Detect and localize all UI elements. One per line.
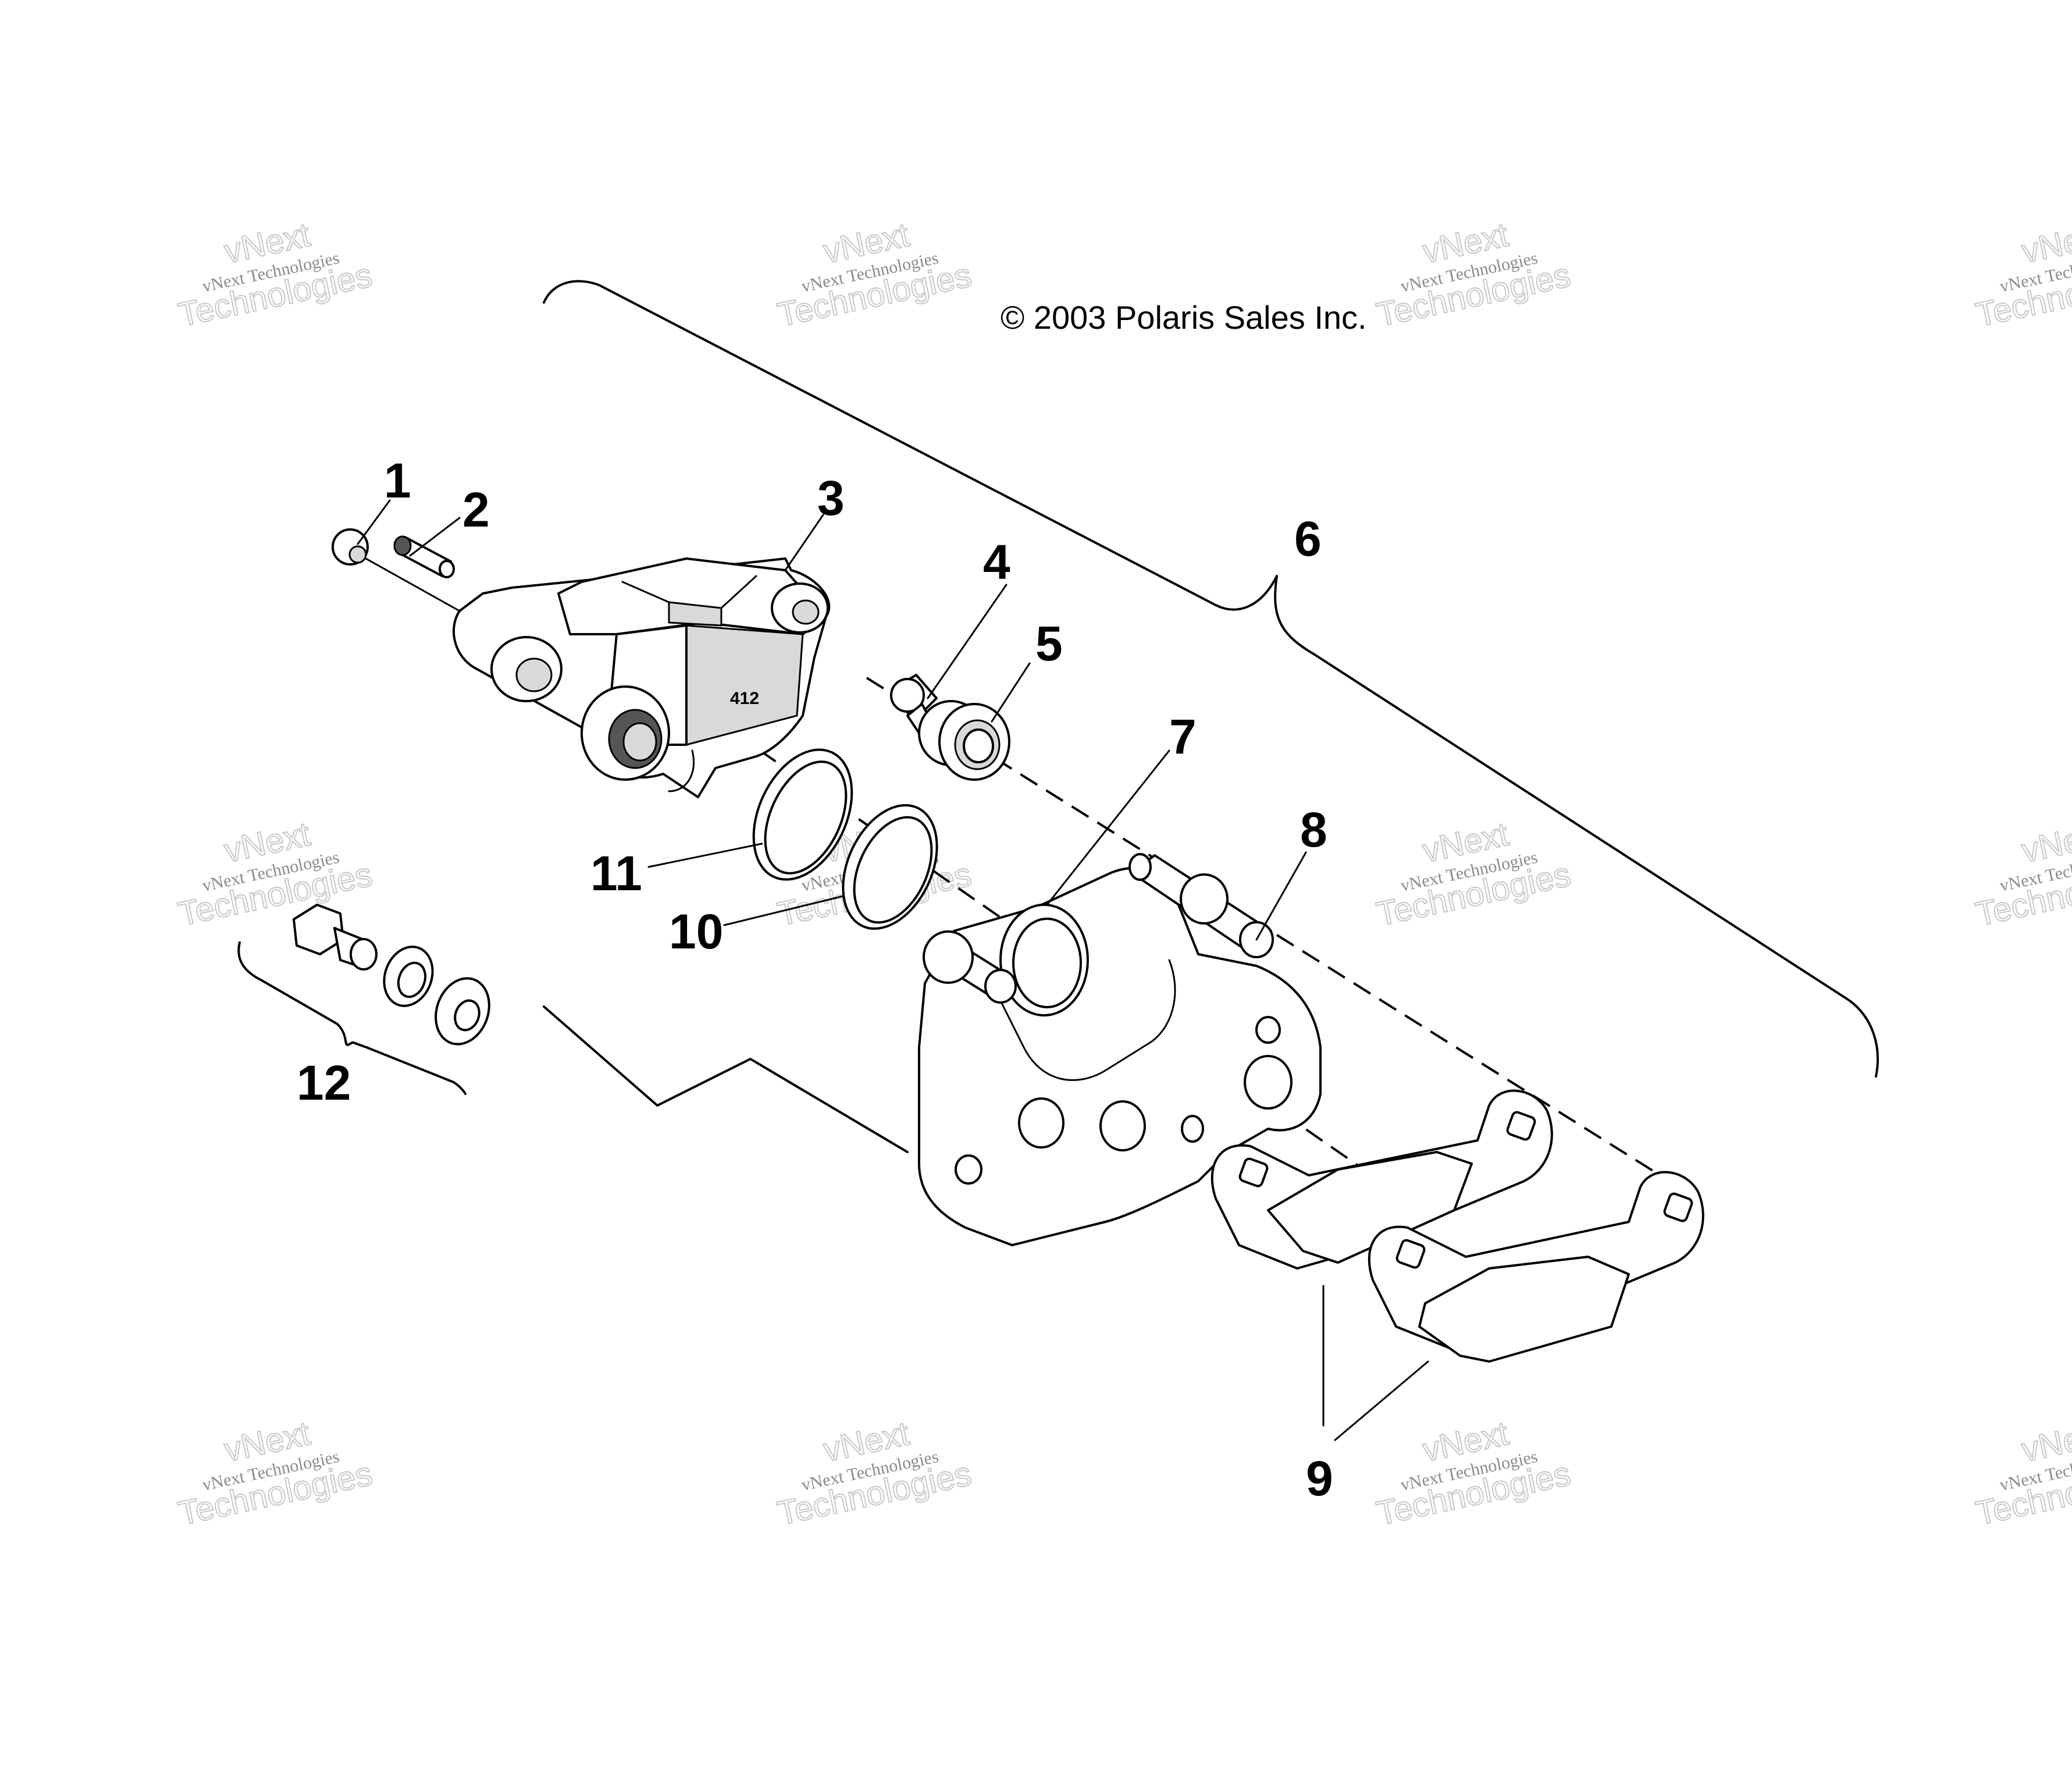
callout-8: 8 [1300, 802, 1327, 857]
assembly-bracket-6 [543, 280, 1879, 1078]
watermark-big-1: vNext [2018, 216, 2072, 271]
brake-pad-outer-part [1368, 1171, 1704, 1363]
callout-1: 1 [384, 453, 411, 508]
callout-10: 10 [669, 904, 723, 959]
watermark-big-1: vNext [2018, 815, 2072, 870]
bleeder-screw-part [393, 535, 455, 578]
caliper-body-part: 412 [453, 557, 831, 798]
bracket-12 [237, 941, 467, 1095]
flat-washer-part [435, 977, 490, 1046]
boot-part [918, 700, 1010, 781]
piston-part [999, 904, 1089, 1016]
guide-pin-part [923, 853, 1274, 1004]
callout-11: 11 [590, 846, 642, 901]
callout-7: 7 [1169, 709, 1197, 764]
callout-labels: 1 2 3 4 5 6 7 8 9 10 11 12 [297, 453, 1333, 1506]
brake-pad-inner-part [1211, 1089, 1553, 1270]
callout-4: 4 [983, 535, 1010, 589]
bleeder-cap-part [332, 528, 369, 566]
callout-3: 3 [817, 471, 845, 525]
axis-line-upper [359, 554, 461, 612]
copyright-text: © 2003 Polaris Sales Inc. [1001, 299, 1367, 336]
watermark-big-1: vNext [2018, 1414, 2072, 1469]
callout-12: 12 [297, 1055, 351, 1110]
bolt-part [293, 904, 378, 971]
callout-2: 2 [462, 482, 490, 537]
callout-6: 6 [1294, 511, 1322, 566]
piston-seal-part [752, 748, 853, 881]
lock-washer-part [383, 945, 434, 1007]
callout-9: 9 [1306, 1451, 1333, 1506]
caliper-marking: 412 [730, 689, 759, 708]
leader-lines [357, 499, 1429, 1441]
assembly-bracket-lower [543, 1005, 909, 1153]
dust-seal-part [842, 804, 938, 930]
callout-5: 5 [1035, 616, 1063, 671]
